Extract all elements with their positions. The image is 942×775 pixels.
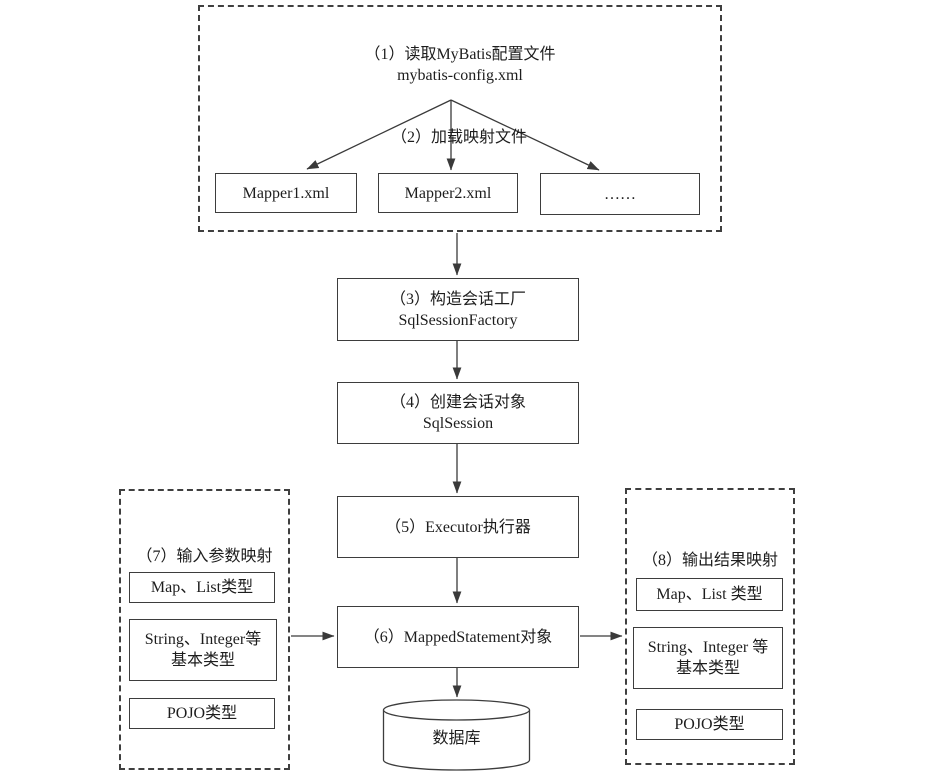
input-primitive-box: String、Integer等 基本类型: [129, 619, 277, 681]
step1-read-config-label: （1）读取MyBatis配置文件 mybatis-config.xml: [198, 44, 722, 86]
output-mapping-frame: [625, 488, 795, 765]
step3-line1: （3）构造会话工厂: [389, 290, 526, 308]
output-primitive-line1: String、Integer 等: [647, 639, 769, 656]
step4-line2: SqlSession: [422, 415, 494, 432]
config-group-frame: [198, 5, 722, 232]
mapper-more-label: ……: [604, 185, 636, 203]
mapper-more-box: ……: [540, 173, 700, 215]
output-mapping-title: （8）输出结果映射: [641, 552, 778, 569]
step4-line1: （4）创建会话对象: [389, 394, 526, 411]
mapper1-box: Mapper1.xml: [215, 173, 357, 213]
output-pojo-box: POJO类型: [636, 709, 783, 740]
input-primitive-line1: String、Integer等: [144, 631, 262, 648]
input-mapping-title: （7）输入参数映射: [136, 548, 273, 565]
step6-mapped-statement-box: （6）MappedStatement对象: [337, 606, 579, 668]
output-pojo-label: POJO类型: [674, 716, 745, 733]
input-map-list-box: Map、List类型: [129, 572, 275, 603]
output-map-list-box: Map、List 类型: [636, 578, 783, 611]
step5-executor-box: （5）Executor执行器: [337, 496, 579, 558]
step5-label: （5）Executor执行器: [385, 518, 531, 536]
output-primitive-box: String、Integer 等 基本类型: [633, 627, 783, 689]
step1-line2: mybatis-config.xml: [397, 67, 523, 84]
step2-load-mappers-label: （2）加载映射文件: [390, 129, 527, 146]
mapper2-box: Mapper2.xml: [378, 173, 518, 213]
step1-line1: （1）读取MyBatis配置文件: [364, 46, 556, 63]
step6-label: （6）MappedStatement对象: [363, 628, 553, 646]
input-primitive-line2: 基本类型: [170, 652, 235, 669]
mapper2-label: Mapper2.xml: [404, 184, 492, 202]
output-primitive-line2: 基本类型: [675, 660, 740, 677]
database-label: 数据库: [432, 730, 481, 747]
input-pojo-label: POJO类型: [166, 705, 238, 722]
step3-session-factory-box: （3）构造会话工厂 SqlSessionFactory: [337, 278, 579, 341]
mapper1-label: Mapper1.xml: [242, 184, 330, 202]
input-mapping-frame: [119, 489, 290, 770]
step3-line2: SqlSessionFactory: [398, 311, 518, 329]
input-pojo-box: POJO类型: [129, 698, 275, 729]
input-map-list-label: Map、List类型: [150, 579, 254, 596]
output-map-list-label: Map、List 类型: [656, 586, 763, 603]
step4-sql-session-box: （4）创建会话对象 SqlSession: [337, 382, 579, 444]
